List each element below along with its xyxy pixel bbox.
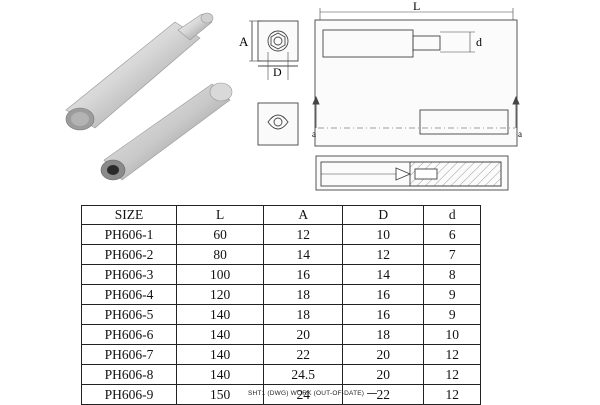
cell-d-pin: 7	[423, 244, 481, 265]
cell-l: 140	[176, 364, 265, 385]
section-label-left: a	[312, 129, 316, 139]
dim-label-d-pin: d	[476, 35, 482, 49]
cell-l: 120	[176, 284, 265, 305]
cell-size: PH606-3	[80, 264, 178, 285]
header-l: L	[176, 205, 265, 225]
dim-label-d-outer: D	[273, 65, 282, 79]
dim-label-l: L	[413, 0, 420, 13]
cell-size: PH606-8	[80, 364, 178, 385]
cell-d-outer: 18	[342, 324, 425, 345]
cell-a: 22	[263, 344, 344, 365]
cell-a: 12	[263, 224, 344, 245]
cell-l: 140	[176, 324, 265, 345]
cell-l: 140	[176, 304, 265, 325]
cell-d-outer: 16	[342, 304, 425, 325]
cell-l: 140	[176, 344, 265, 365]
cell-d-pin: 10	[423, 324, 481, 345]
cell-d-pin: 8	[423, 264, 481, 285]
cell-l: 100	[176, 264, 265, 285]
table-header-row: SIZE L A D d	[80, 205, 481, 225]
cell-l: 60	[176, 224, 265, 245]
side-view-drawing	[312, 8, 520, 191]
end-view-drawing	[249, 20, 299, 146]
cell-d-outer: 10	[342, 224, 425, 245]
cell-size: PH606-9	[80, 384, 178, 405]
footer-text: SHT1 (DWG) WORK (OUT-OF-DATE)	[248, 390, 365, 397]
header-d-pin: d	[423, 205, 481, 225]
section-label-right: a	[518, 129, 522, 139]
cell-l: 80	[176, 244, 265, 265]
dim-label-a: A	[239, 34, 249, 49]
cell-d-outer: 12	[342, 244, 425, 265]
drawing-footer: SHT1 (DWG) WORK (OUT-OF-DATE)	[248, 390, 378, 397]
cell-size: PH606-2	[80, 244, 178, 265]
cell-d-outer: 20	[342, 364, 425, 385]
hinge-socket-part-3d	[100, 82, 233, 181]
cell-size: PH606-1	[80, 224, 178, 245]
cell-d-pin: 9	[423, 284, 481, 305]
header-a: A	[263, 205, 344, 225]
cell-size: PH606-5	[80, 304, 178, 325]
hinge-pin-part-3d	[65, 12, 214, 131]
cell-a: 20	[263, 324, 344, 345]
header-size: SIZE	[80, 205, 178, 225]
cell-d-pin: 6	[423, 224, 481, 245]
cell-d-pin: 12	[423, 384, 481, 405]
cell-d-pin: 12	[423, 364, 481, 385]
cell-a: 24.5	[263, 364, 344, 385]
header-d-outer: D	[342, 205, 425, 225]
cell-size: PH606-6	[80, 324, 178, 345]
cell-d-pin: 9	[423, 304, 481, 325]
cell-d-outer: 16	[342, 284, 425, 305]
technical-drawing: A D L d a a	[65, 0, 522, 191]
cell-a: 14	[263, 244, 344, 265]
cell-size: PH606-4	[80, 284, 178, 305]
cell-a: 16	[263, 264, 344, 285]
cell-d-outer: 14	[342, 264, 425, 285]
cell-a: 18	[263, 284, 344, 305]
cell-a: 18	[263, 304, 344, 325]
cell-size: PH606-7	[80, 344, 178, 365]
cell-d-pin: 12	[423, 344, 481, 365]
cell-d-outer: 20	[342, 344, 425, 365]
